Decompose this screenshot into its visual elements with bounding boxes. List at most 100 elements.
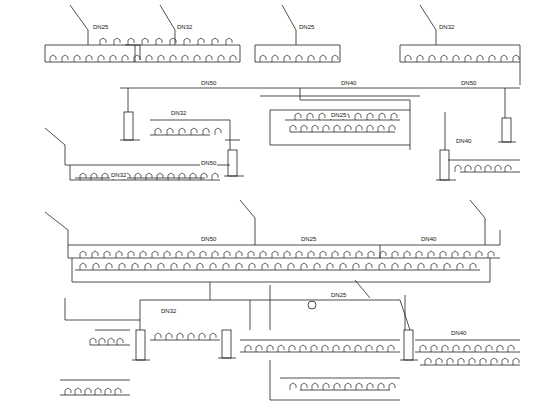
fixture-symbol [156, 38, 162, 45]
pipe-size-label: DN40 [420, 236, 437, 243]
fixture-symbol [128, 251, 134, 258]
fixture-symbol [488, 251, 494, 258]
fixture-symbol [102, 173, 108, 180]
pipe-size-label: DN40 [455, 138, 472, 145]
fixture-symbol [201, 173, 207, 180]
fixture-symbol [452, 251, 458, 258]
fixture-symbol [367, 125, 373, 132]
fixture-symbol [497, 345, 503, 352]
fixture-symbol [182, 55, 188, 62]
fixture-symbol [267, 345, 273, 352]
fixture-symbol [470, 263, 476, 270]
pipe-size-label: DN50 [460, 80, 477, 87]
fixture-symbol [356, 125, 362, 132]
fixture-symbol [191, 128, 197, 135]
fixture-symbol [378, 383, 384, 390]
fixture-symbol [458, 358, 464, 365]
fixture-symbol [380, 251, 386, 258]
fixture-symbol [464, 251, 470, 258]
fixture-symbol [505, 165, 511, 172]
fixture-symbol [110, 55, 116, 62]
fixture-symbol [405, 55, 411, 62]
fixture-symbol [320, 55, 326, 62]
fixture-symbol [236, 263, 242, 270]
fixture-symbol [80, 251, 86, 258]
fixture-symbol [260, 55, 266, 62]
fixture-symbol [177, 333, 183, 340]
fixture-symbol [215, 128, 221, 135]
fixture-symbol [389, 125, 395, 132]
fixture-symbol [300, 345, 306, 352]
fixture-symbol [389, 383, 395, 390]
fixture-symbol [508, 345, 514, 352]
fixture-symbol [128, 38, 134, 45]
fixture-symbol [194, 55, 200, 62]
fixture-symbol [50, 55, 56, 62]
fixture-symbol [135, 173, 141, 180]
fixture-symbol [212, 173, 218, 180]
fixture-symbol [122, 55, 128, 62]
fixture-symbol [379, 263, 385, 270]
pipe-size-label: DN25 [330, 292, 347, 299]
fixture-symbol [80, 263, 86, 270]
fixture-symbol [377, 345, 383, 352]
fixture-symbol [184, 38, 190, 45]
fixture-symbol [485, 165, 491, 172]
fixture-symbol [197, 263, 203, 270]
fixture-symbol [319, 113, 325, 120]
fixture-symbol [404, 251, 410, 258]
fixture-symbol [301, 263, 307, 270]
fixture-symbol [353, 263, 359, 270]
fixture-symbol [275, 263, 281, 270]
fixture-symbol [405, 263, 411, 270]
fixture-symbol [429, 55, 435, 62]
fixture-symbol [100, 38, 106, 45]
fixture-symbol [356, 383, 362, 390]
fixture-symbol [379, 113, 385, 120]
fixture-symbol [289, 345, 295, 352]
fixture-symbol [431, 263, 437, 270]
fixture-symbol [491, 358, 497, 365]
fixture-symbol [164, 251, 170, 258]
fixture-symbol [388, 345, 394, 352]
fixture-symbol [190, 173, 196, 180]
fixture-symbol [476, 251, 482, 258]
pipe-size-label: DN40 [340, 80, 357, 87]
fixture-symbol [453, 55, 459, 62]
fixture-symbol [166, 333, 172, 340]
fixture-symbol [85, 388, 91, 395]
fixture-symbol [272, 251, 278, 258]
fixture-symbol [188, 333, 194, 340]
fixture-symbol [158, 55, 164, 62]
fixture-symbol [75, 388, 81, 395]
fixture-symbol [469, 358, 475, 365]
fixture-symbol [457, 263, 463, 270]
fixture-symbol [340, 263, 346, 270]
fixture-symbol [249, 263, 255, 270]
fixture-symbol [272, 55, 278, 62]
fixture-symbol [322, 345, 328, 352]
fixture-symbol [116, 251, 122, 258]
fixture-symbol [502, 358, 508, 365]
fixture-symbol [91, 173, 97, 180]
pipe-size-label: DN32 [170, 110, 187, 117]
fixture-symbol [453, 345, 459, 352]
fixture-symbol [65, 388, 71, 395]
fixture-symbol [230, 55, 236, 62]
fixture-symbol [152, 251, 158, 258]
fixture-symbol [134, 55, 140, 62]
fixture-symbol [332, 251, 338, 258]
fixture-symbol [117, 338, 123, 345]
fixture-symbol [155, 128, 161, 135]
fixture-symbol [465, 55, 471, 62]
fixture-symbol [212, 251, 218, 258]
fixture-symbol [170, 38, 176, 45]
fixture-symbol [295, 113, 301, 120]
fixture-symbol [157, 173, 163, 180]
fixture-symbol [464, 345, 470, 352]
fixture-symbol [355, 345, 361, 352]
fixture-symbol [99, 338, 105, 345]
fixture-symbol [198, 38, 204, 45]
